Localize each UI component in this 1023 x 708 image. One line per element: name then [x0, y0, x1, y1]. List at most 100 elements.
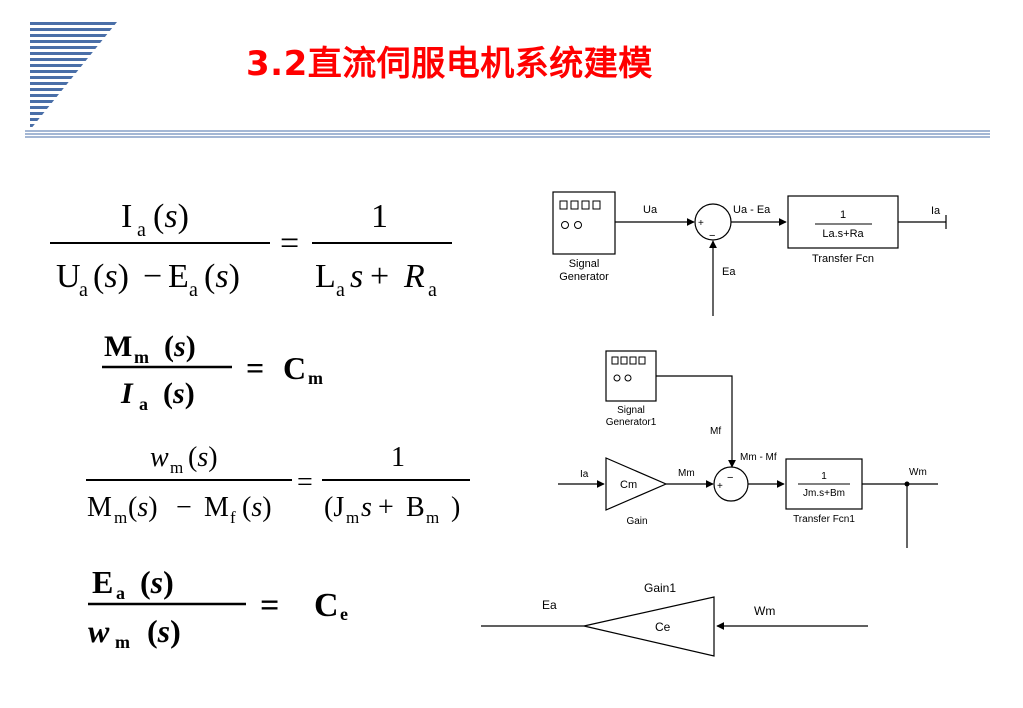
signal-wm3-label: Wm [754, 604, 775, 618]
signal-generator1-label: Signal [617, 405, 645, 416]
svg-text:(s): (s) [93, 258, 129, 295]
svg-text:m: m [426, 508, 439, 527]
svg-text:m: m [308, 368, 323, 388]
svg-text:R: R [403, 258, 425, 295]
gain-label: Gain [626, 516, 647, 527]
signal-wm-label: Wm [909, 467, 927, 478]
transfer-fcn-denominator: La.s+Ra [822, 228, 864, 240]
equation-2: M m (s) I a (s) = C m [102, 330, 323, 414]
gain1-label: Gain1 [644, 581, 676, 595]
svg-text:(s): (s) [163, 377, 195, 410]
svg-text:(s): (s) [140, 564, 174, 600]
gain-block[interactable] [605, 457, 668, 511]
svg-text:=: = [280, 225, 299, 262]
transfer-fcn1-block[interactable] [785, 458, 863, 510]
svg-text:(s): (s) [164, 330, 196, 363]
svg-text:a: a [189, 279, 198, 301]
svg-text:I: I [121, 198, 132, 235]
sum1-plus-sign: + [717, 481, 723, 492]
svg-text:I: I [120, 377, 134, 410]
slide-title: 3.2直流伺服电机系统建模 [246, 44, 653, 84]
svg-text:f: f [230, 508, 236, 527]
signal-generator1-label-2: Generator1 [606, 417, 657, 428]
diagram-back-emf: Gain1 Wm Ce Ea [481, 581, 868, 657]
svg-text:1: 1 [391, 442, 405, 473]
sum-plus-sign: + [698, 218, 704, 229]
svg-text:+: + [370, 258, 389, 295]
svg-text:a: a [336, 279, 345, 301]
svg-text:a: a [139, 394, 148, 414]
svg-text:=: = [260, 587, 279, 624]
svg-text:a: a [137, 219, 146, 241]
signal-ia-out-label: Ia [931, 205, 941, 217]
svg-text:E: E [168, 258, 189, 295]
signal-ua-minus-ea-label: Ua - Ea [733, 204, 771, 216]
svg-text:1: 1 [371, 198, 388, 235]
signal-mf-label: Mf [710, 426, 721, 437]
equation-4: E a (s) w m (s) = C e [88, 564, 348, 652]
svg-text:m: m [346, 508, 359, 527]
gain1-value: Ce [655, 620, 671, 634]
svg-text:B: B [406, 492, 425, 523]
svg-text:s: s [350, 258, 363, 295]
svg-text:(s): (s) [147, 613, 181, 649]
svg-text:=: = [297, 467, 313, 498]
svg-text:w: w [88, 613, 110, 649]
svg-text:+: + [378, 492, 394, 523]
signal-generator1-block[interactable] [605, 350, 657, 402]
signal-generator-label: Signal [569, 258, 600, 270]
svg-text:U: U [56, 258, 81, 295]
svg-text:−: − [176, 492, 192, 523]
equation-3: w m (s) M m (s) − M f (s) = 1 (J m s + B… [86, 442, 470, 527]
equation-1: I a (s) U a (s) − E a (s) = 1 L a s + R … [50, 198, 452, 301]
svg-text:(J: (J [324, 492, 344, 523]
header-logo [30, 22, 117, 127]
svg-text:−: − [143, 258, 162, 295]
svg-text:w: w [150, 442, 169, 473]
sum-minus-sign: − [709, 230, 715, 242]
svg-text:M: M [204, 492, 229, 523]
svg-text:a: a [428, 279, 437, 301]
svg-text:m: m [115, 632, 130, 652]
svg-text:): ) [451, 492, 460, 523]
signal-ea3-label: Ea [542, 598, 557, 612]
svg-text:e: e [340, 604, 348, 624]
gain-value: Cm [620, 479, 637, 491]
transfer-fcn-label: Transfer Fcn [812, 253, 874, 265]
svg-text:m: m [134, 347, 149, 367]
signal-generator-block[interactable] [552, 191, 616, 255]
svg-text:M: M [87, 492, 112, 523]
header-rule [25, 130, 990, 138]
svg-text:s: s [361, 492, 372, 523]
svg-text:L: L [315, 258, 336, 295]
svg-text:(s): (s) [204, 258, 240, 295]
svg-text:E: E [92, 564, 113, 600]
svg-text:(s): (s) [188, 442, 218, 473]
svg-text:(s): (s) [153, 198, 189, 235]
svg-text:=: = [246, 350, 264, 386]
svg-text:C: C [314, 587, 339, 624]
signal-mm-minus-mf-label: Mm - Mf [740, 452, 777, 463]
svg-text:(s): (s) [242, 492, 272, 523]
transfer-fcn-numerator: 1 [840, 209, 846, 221]
signal-ia-in-label: Ia [580, 469, 589, 480]
signal-ua-label: Ua [643, 204, 658, 216]
transfer-fcn-block[interactable] [787, 195, 899, 249]
svg-text:C: C [283, 350, 306, 386]
svg-text:M: M [104, 330, 132, 363]
diagram-current-loop: Signal Generator Ua + − Ea Ua - Ea 1 La.… [552, 191, 947, 316]
svg-text:a: a [79, 279, 88, 301]
svg-text:m: m [114, 508, 127, 527]
gain1-block[interactable] [583, 596, 715, 657]
sum1-minus-sign: − [727, 472, 733, 484]
svg-text:a: a [116, 583, 125, 603]
signal-mm-label: Mm [678, 468, 695, 479]
signal-generator-label-2: Generator [559, 271, 609, 283]
svg-text:(s): (s) [128, 492, 158, 523]
transfer-fcn1-denominator: Jm.s+Bm [803, 488, 845, 499]
transfer-fcn1-numerator: 1 [821, 471, 827, 482]
transfer-fcn1-label: Transfer Fcn1 [793, 514, 855, 525]
diagram-speed-loop: Signal Generator1 Mf Ia Cm Gain Mm + − [558, 350, 938, 548]
